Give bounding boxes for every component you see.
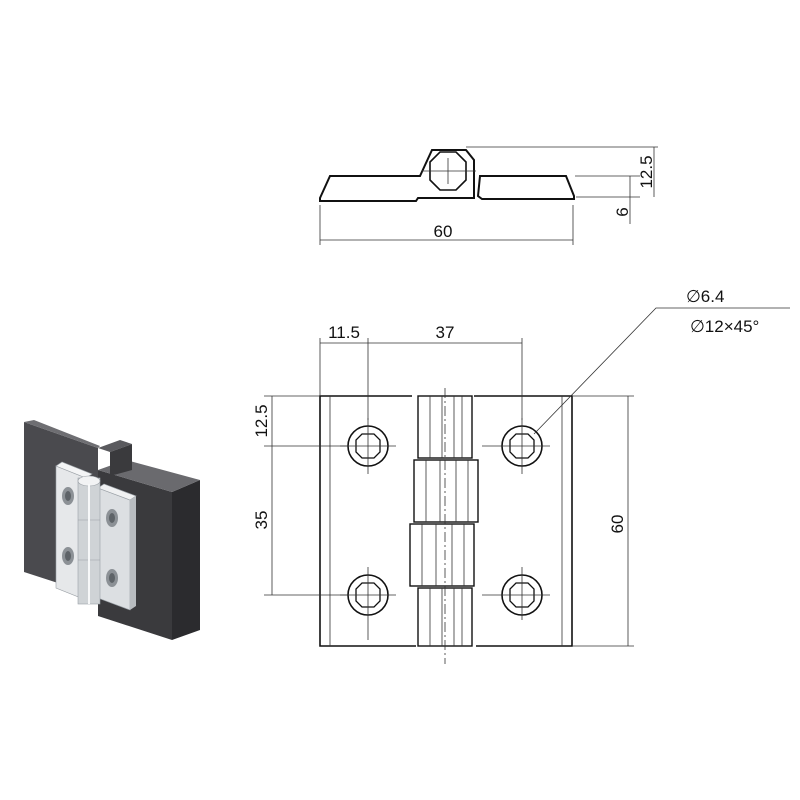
top-view-dim-12-5: 12.5 — [637, 155, 656, 188]
top-view-knuckle-octagon — [429, 151, 467, 191]
dim-37: 37 — [436, 323, 455, 342]
top-view-dim-60: 60 — [434, 222, 453, 241]
top-view-left-leaf — [319, 149, 475, 202]
hole-top-left — [340, 418, 396, 474]
callout-hole-diameter: ∅6.4 — [686, 287, 724, 306]
dim-12-5: 12.5 — [252, 404, 271, 437]
profile-front-side — [172, 480, 200, 640]
front-view: 11.5 37 12.5 35 60 ∅6.4 ∅12×45° — [252, 287, 790, 664]
hole-bottom-left — [340, 567, 396, 640]
front-view-left-leaf — [319, 395, 416, 647]
hinge-right-leaf — [97, 487, 131, 611]
dim-60-vertical: 60 — [608, 515, 627, 534]
top-view-right-leaf — [476, 175, 575, 200]
dim-35: 35 — [252, 511, 271, 530]
top-view-dim-6: 6 — [613, 207, 632, 216]
front-view-right-leaf — [474, 395, 573, 647]
profile-back-top — [24, 420, 100, 448]
hole-bottom-right — [482, 567, 550, 620]
hinge-3d-illustration — [24, 420, 200, 640]
front-view-knuckle — [409, 388, 479, 664]
callout-leader — [533, 307, 790, 435]
hole-top-right — [482, 418, 550, 474]
dim-11-5: 11.5 — [328, 323, 360, 342]
callout-countersink: ∅12×45° — [690, 317, 759, 336]
profile-center-tab — [98, 440, 132, 452]
top-view: 12.5 6 60 — [319, 146, 658, 245]
